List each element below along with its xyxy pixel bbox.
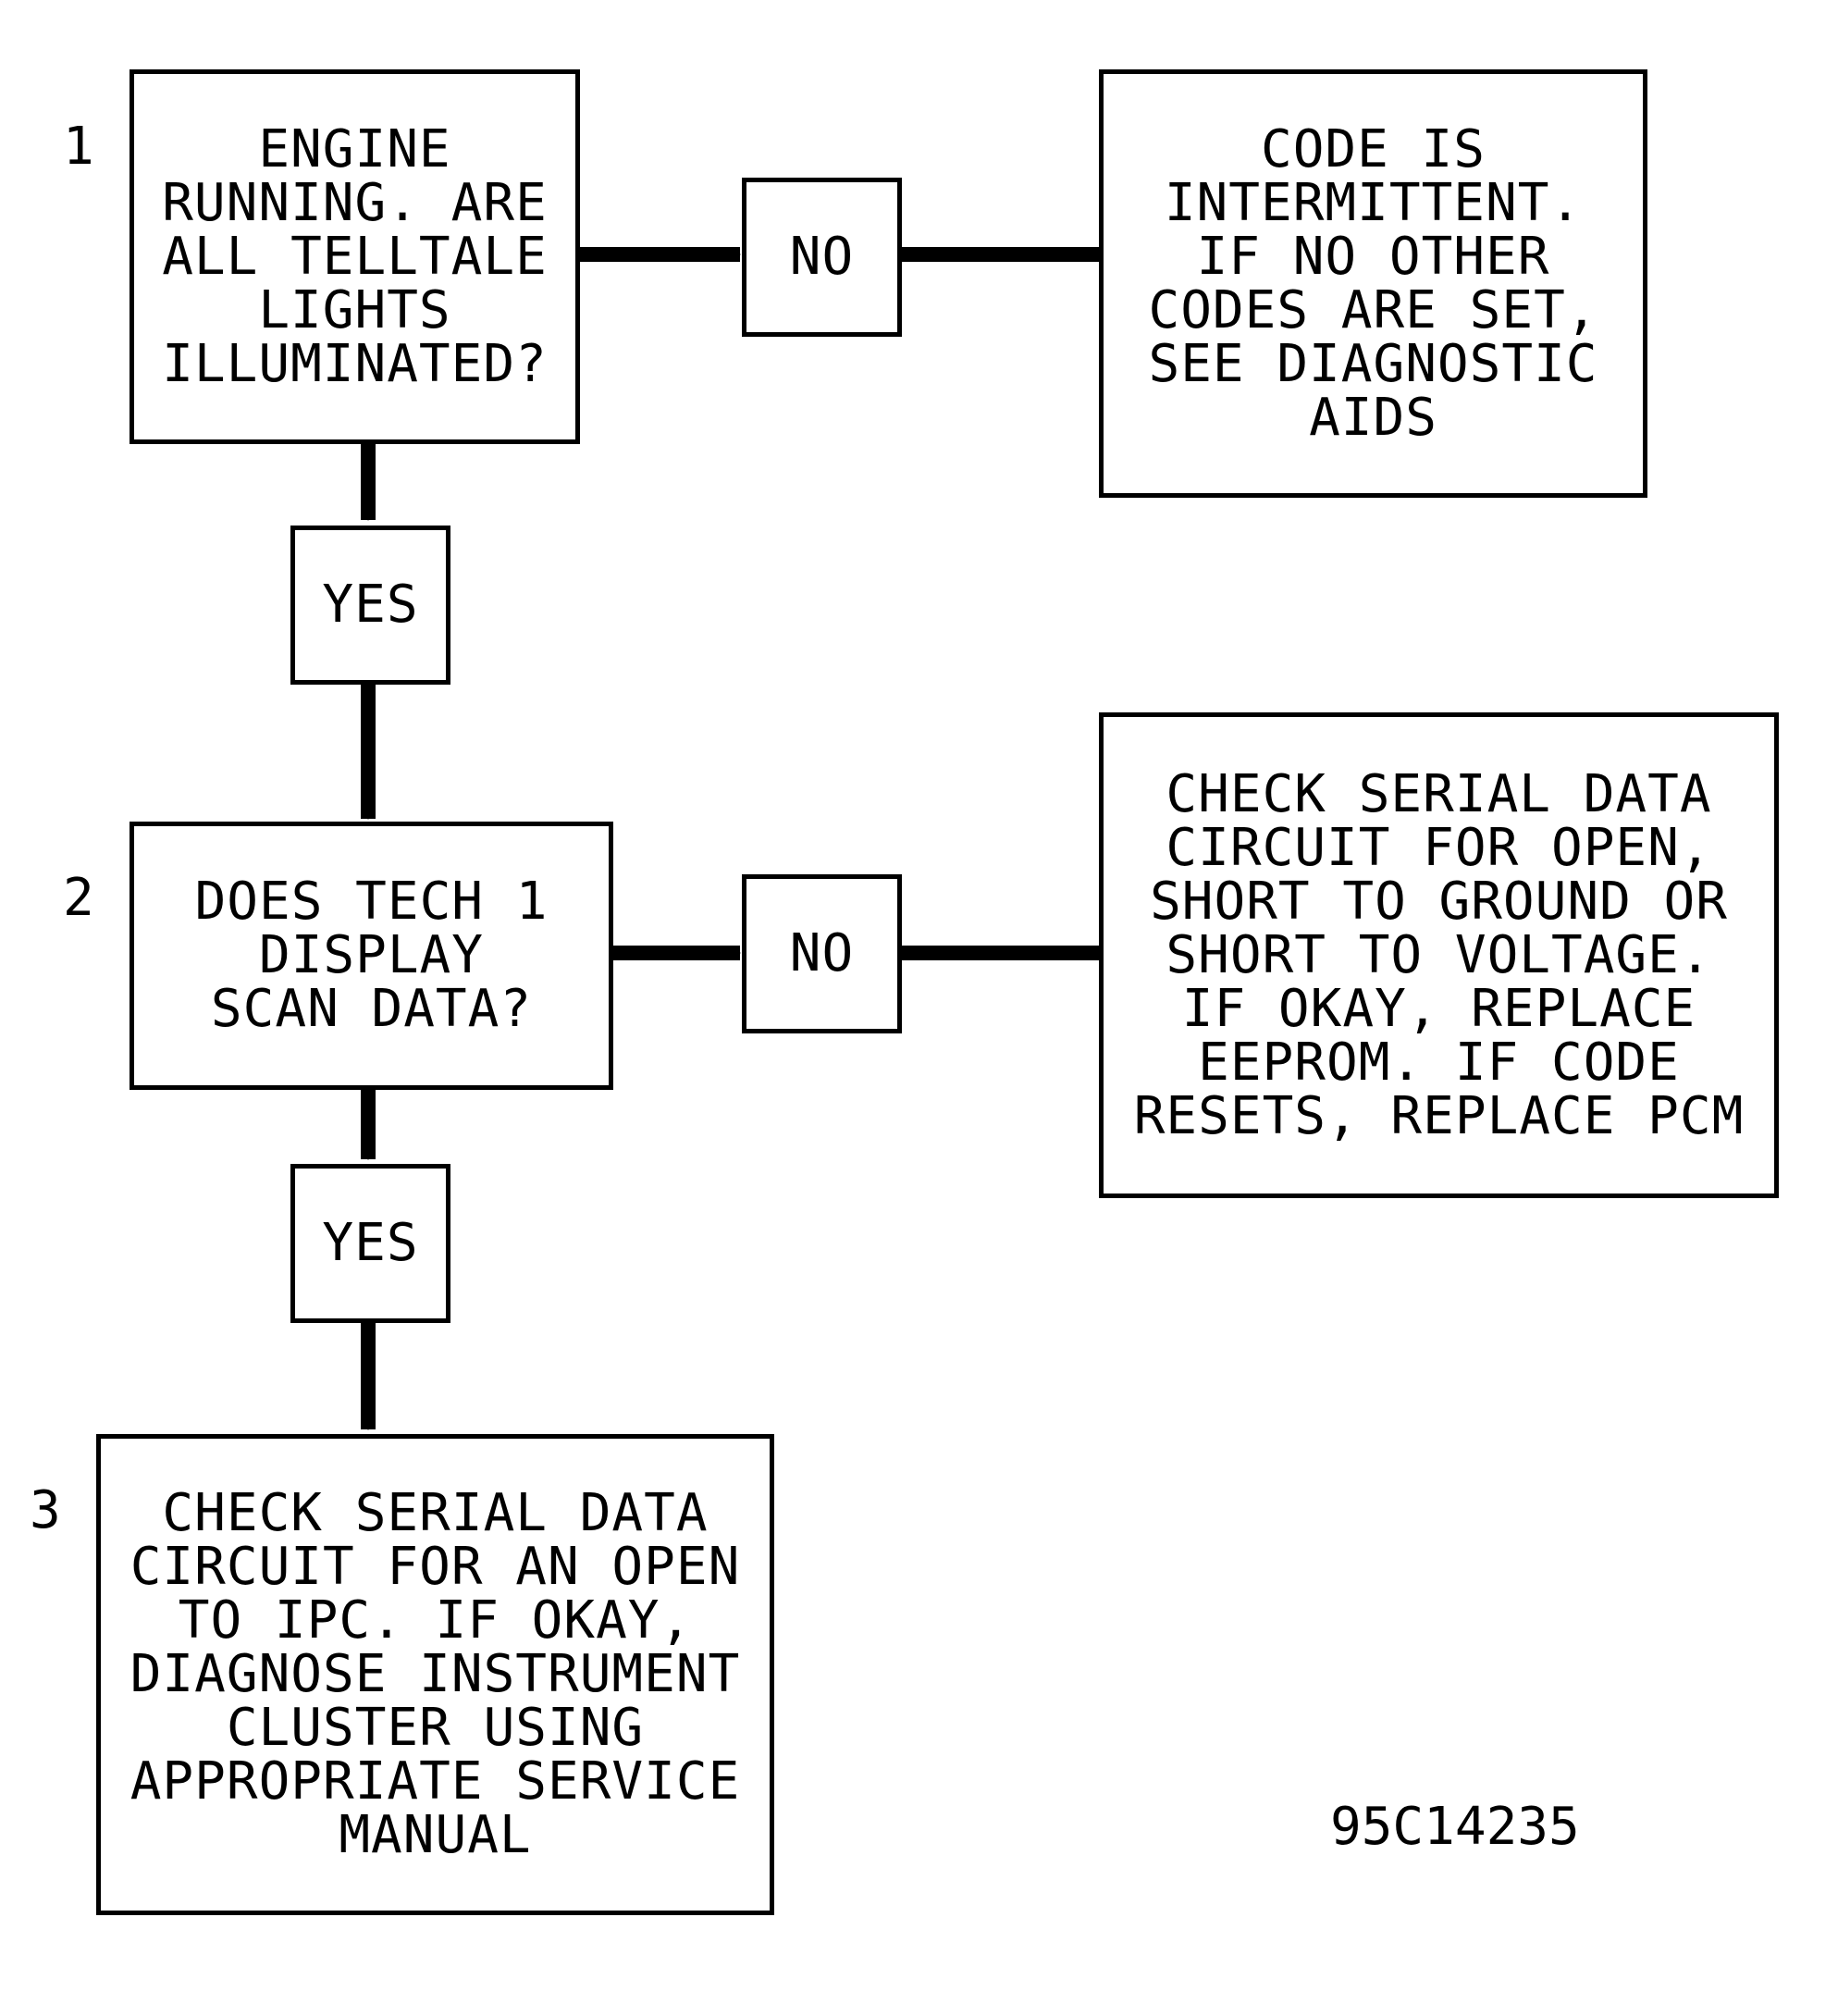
step-2-yes-box: YES <box>290 1164 450 1323</box>
step-1-no-result-box: CODE IS INTERMITTENT. IF NO OTHER CODES … <box>1099 69 1647 498</box>
step-1-result-line: SEE DIAGNOSTIC <box>1148 333 1598 394</box>
step-2-line: DISPLAY <box>258 925 484 985</box>
step-3-action-box: CHECK SERIAL DATA CIRCUIT FOR AN OPEN TO… <box>96 1434 774 1915</box>
step-2-result-line: EEPROM. IF CODE <box>1198 1032 1680 1093</box>
step-2-line: SCAN DATA? <box>210 979 533 1039</box>
figure-id: 95C14235 <box>1330 1797 1580 1857</box>
step-1-line: RUNNING. ARE <box>162 172 548 233</box>
step-3-line: CIRCUIT FOR AN OPEN <box>130 1537 741 1597</box>
step-3-line: MANUAL <box>339 1805 532 1865</box>
step-3-line: TO IPC. IF OKAY, <box>178 1590 693 1651</box>
step-2-result-line: CHECK SERIAL DATA <box>1166 763 1712 824</box>
step-2-result-line: SHORT TO VOLTAGE. <box>1166 924 1712 985</box>
step-2-result-line: SHORT TO GROUND OR <box>1150 871 1728 932</box>
step-1-result-line: IF NO OTHER <box>1196 226 1550 287</box>
step-1-result-line: INTERMITTENT. <box>1164 172 1583 233</box>
step-1-question-box: ENGINE RUNNING. ARE ALL TELLTALE LIGHTS … <box>130 69 580 444</box>
step-2-result-line: RESETS, REPLACE PCM <box>1133 1085 1745 1146</box>
step-2-question-box: DOES TECH 1 DISPLAY SCAN DATA? <box>130 822 613 1090</box>
step-number-3: 3 <box>30 1480 61 1540</box>
step-2-result-line: CIRCUIT FOR OPEN, <box>1166 817 1712 878</box>
step-1-line: LIGHTS <box>258 279 451 340</box>
step-3-line: DIAGNOSE INSTRUMENT <box>130 1644 741 1704</box>
step-3-line: CHECK SERIAL DATA <box>162 1483 709 1543</box>
step-number-2: 2 <box>63 868 94 928</box>
step-2-line: DOES TECH 1 <box>194 872 549 932</box>
step-1-line: ALL TELLTALE <box>162 226 548 287</box>
step-1-no-box: NO <box>742 178 902 337</box>
step-1-line: ILLUMINATED? <box>162 333 548 394</box>
step-3-line: CLUSTER USING <box>226 1698 645 1758</box>
step-1-yes-box: YES <box>290 526 450 685</box>
step-2-result-line: IF OKAY, REPLACE <box>1181 978 1696 1039</box>
step-1-line: ENGINE <box>258 118 451 179</box>
step-1-result-line: AIDS <box>1309 387 1437 448</box>
step-1-result-line: CODES ARE SET, <box>1148 279 1598 340</box>
no-label: NO <box>789 227 855 287</box>
step-1-result-line: CODE IS <box>1260 118 1486 179</box>
step-number-1: 1 <box>63 117 94 177</box>
step-2-no-result-box: CHECK SERIAL DATA CIRCUIT FOR OPEN, SHOR… <box>1099 712 1779 1198</box>
step-3-line: APPROPRIATE SERVICE <box>130 1751 741 1812</box>
yes-label: YES <box>322 575 419 635</box>
step-2-no-box: NO <box>742 874 902 1033</box>
no-label: NO <box>789 923 855 983</box>
yes-label: YES <box>322 1213 419 1273</box>
